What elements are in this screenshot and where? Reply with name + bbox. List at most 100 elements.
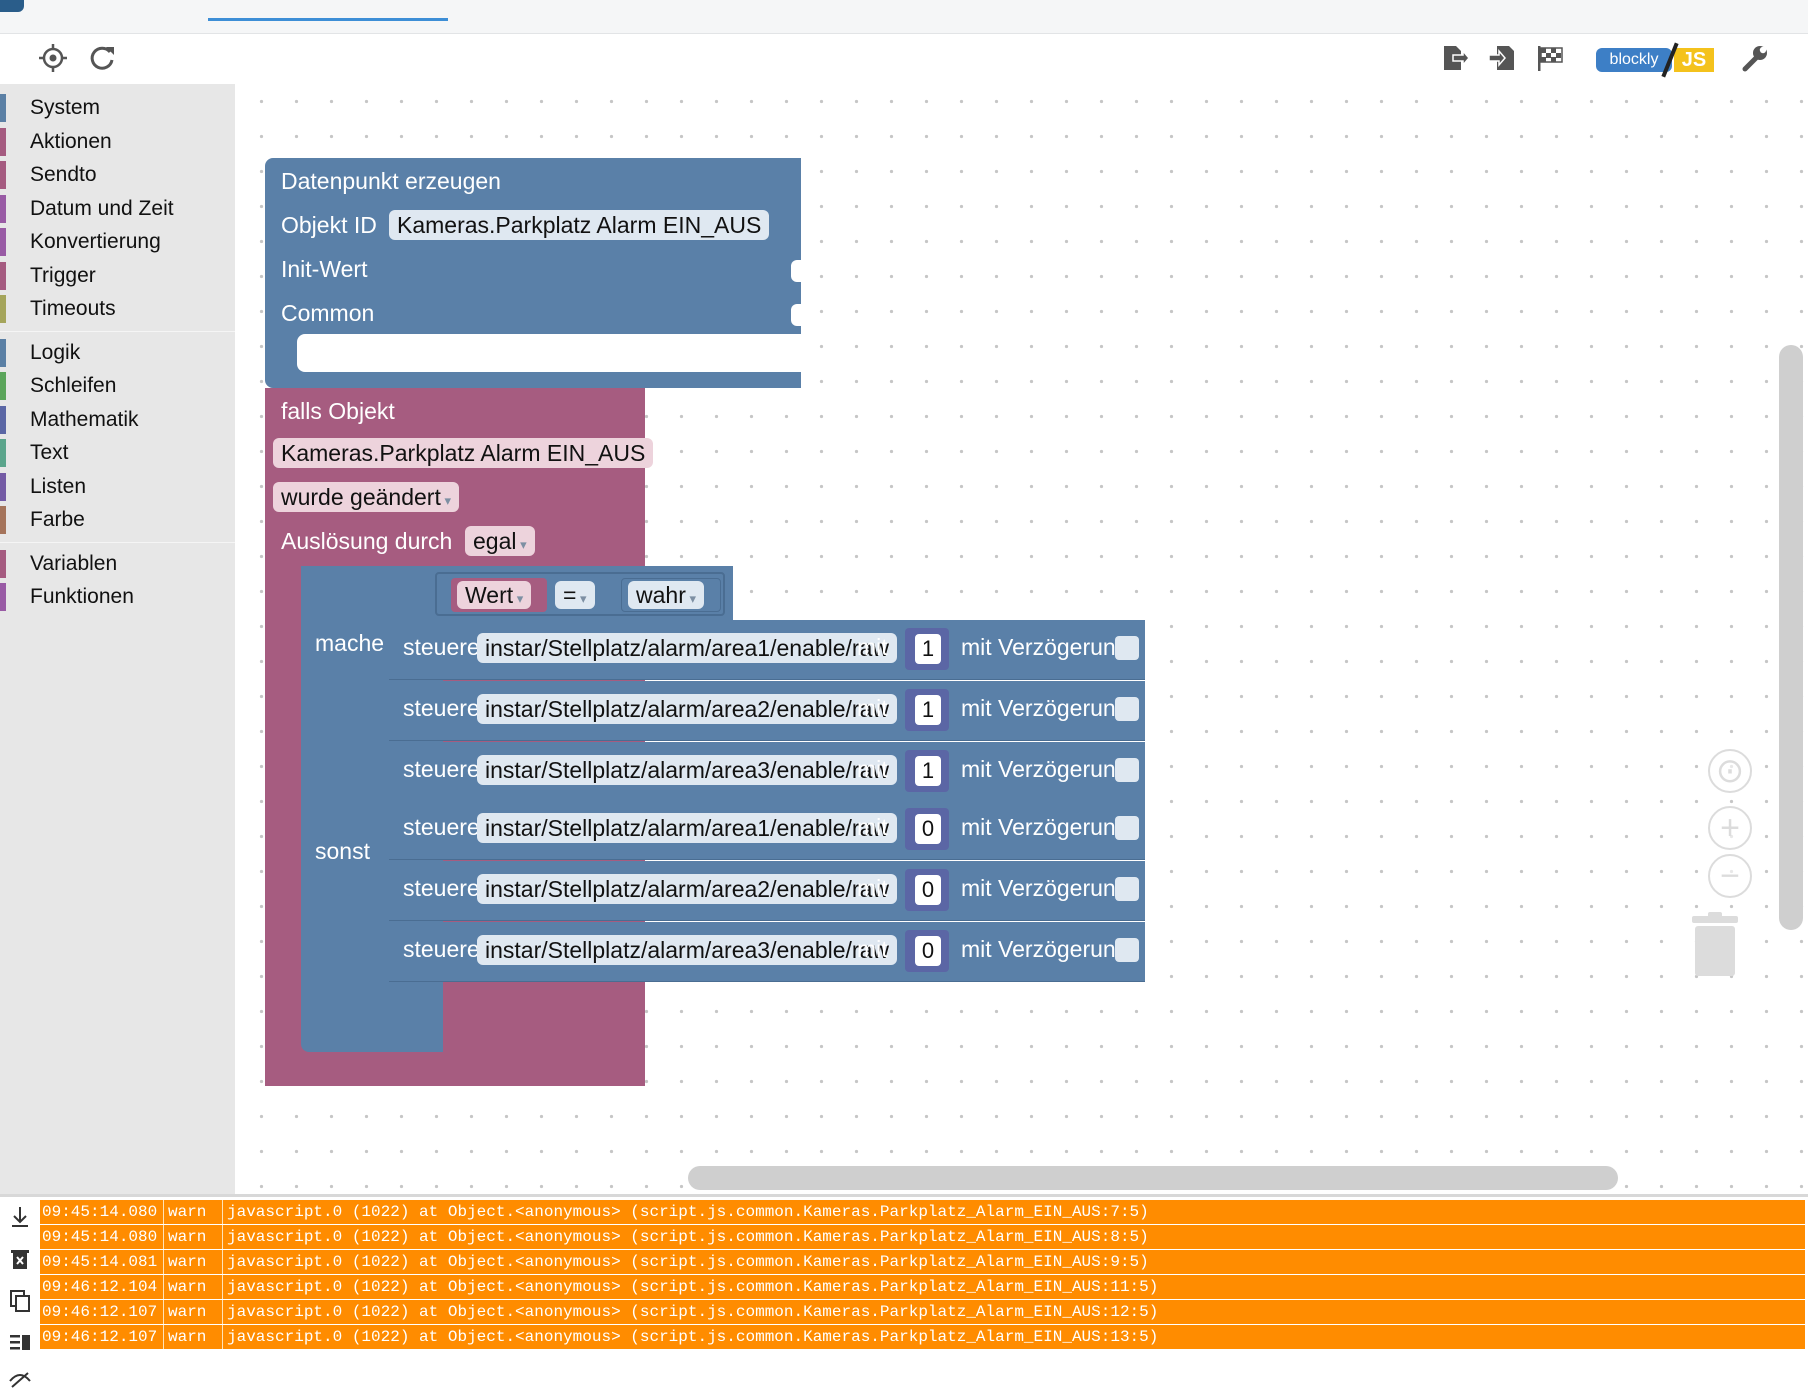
zoom-in-icon[interactable]: + [1708, 806, 1752, 850]
delay-checkbox[interactable] [1115, 758, 1139, 782]
value-block[interactable]: Wert [451, 578, 547, 612]
workspace-horizontal-scrollbar[interactable] [688, 1166, 1618, 1190]
log-message: javascript.0 (1022) at Object.<anonymous… [227, 1278, 1159, 1296]
sidebar-separator [0, 541, 235, 543]
trash-icon[interactable] [1690, 912, 1740, 978]
number-value[interactable]: 0 [915, 814, 941, 844]
compare-operator-dropdown[interactable]: = [555, 581, 595, 609]
sidebar-category-aktionen[interactable]: Aktionen [0, 126, 235, 158]
log-level: warn [168, 1253, 207, 1271]
control-target-field[interactable]: instar/Stellplatz/alarm/area1/enable/raw [477, 633, 897, 663]
delay-label: mit Verzögerung [961, 756, 1129, 782]
sidebar-separator [0, 330, 235, 332]
category-color-bar [0, 549, 6, 578]
sidebar-category-sendto[interactable]: Sendto [0, 159, 235, 191]
import-icon[interactable] [1484, 40, 1520, 76]
category-color-bar [0, 161, 6, 189]
number-block[interactable]: 0 [905, 930, 949, 972]
init-value-socket[interactable] [791, 260, 803, 282]
checkered-flag-icon[interactable] [1532, 40, 1568, 76]
object-id-label: Objekt ID [281, 212, 377, 238]
scroll-down-icon[interactable] [6, 1203, 34, 1231]
clear-log-icon[interactable] [6, 1245, 34, 1273]
sidebar-category-variablen[interactable]: Variablen [0, 548, 235, 580]
sidebar-category-konvertierung[interactable]: Konvertierung [0, 226, 235, 258]
number-block[interactable]: 1 [905, 628, 949, 670]
sidebar-category-text[interactable]: Text [0, 437, 235, 469]
category-label: Mathematik [30, 407, 139, 431]
number-value[interactable]: 1 [915, 695, 941, 725]
sidebar-category-logik[interactable]: Logik [0, 337, 235, 369]
sidebar-category-system[interactable]: System [0, 92, 235, 124]
common-socket[interactable] [791, 304, 803, 326]
with-label: mit [857, 634, 888, 660]
compare-right-dropdown[interactable]: wahr [628, 581, 704, 609]
workspace-vertical-scrollbar[interactable] [1779, 345, 1803, 930]
control-target-field[interactable]: instar/Stellplatz/alarm/area1/enable/raw [477, 813, 897, 843]
log-message: javascript.0 (1022) at Object.<anonymous… [227, 1253, 1149, 1271]
delay-label: mit Verzögerung [961, 875, 1129, 901]
control-target-field[interactable]: instar/Stellplatz/alarm/area3/enable/raw [477, 755, 897, 785]
list-icon[interactable] [6, 1329, 34, 1357]
blockly-workspace[interactable]: Datenpunkt erzeugen Objekt ID Kameras.Pa… [235, 84, 1808, 1194]
statement-slot[interactable] [297, 334, 801, 372]
number-block[interactable]: 1 [905, 689, 949, 731]
control-target-field[interactable]: instar/Stellplatz/alarm/area2/enable/raw [477, 874, 897, 904]
number-value[interactable]: 1 [915, 634, 941, 664]
zoom-out-icon[interactable]: − [1708, 854, 1752, 898]
trigger-source-dropdown[interactable]: egal [465, 526, 535, 556]
control-target-field[interactable]: instar/Stellplatz/alarm/area3/enable/raw [477, 935, 897, 965]
sidebar-category-listen[interactable]: Listen [0, 471, 235, 503]
sidebar-category-mathematik[interactable]: Mathematik [0, 404, 235, 436]
refresh-icon[interactable] [84, 40, 120, 76]
number-value[interactable]: 1 [915, 756, 941, 786]
number-value[interactable]: 0 [915, 936, 941, 966]
wrench-icon[interactable] [1736, 40, 1772, 76]
with-label: mit [857, 814, 888, 840]
log-time: 09:45:14.080 [42, 1228, 158, 1246]
number-block[interactable]: 0 [905, 869, 949, 911]
category-label: Farbe [30, 508, 85, 531]
recenter-icon[interactable]: ⊙ [1708, 749, 1752, 793]
delay-checkbox[interactable] [1115, 877, 1139, 901]
create-state-block[interactable]: Datenpunkt erzeugen Objekt ID Kameras.Pa… [265, 158, 803, 388]
delay-checkbox[interactable] [1115, 938, 1139, 962]
delay-checkbox[interactable] [1115, 816, 1139, 840]
compare-block[interactable]: Wert = wahr [435, 572, 725, 616]
editor-toolbar: blockly JS [0, 34, 1808, 84]
copy-icon[interactable] [6, 1287, 34, 1315]
with-label: mit [857, 756, 888, 782]
delay-checkbox[interactable] [1115, 636, 1139, 660]
sidebar-category-funktionen[interactable]: Funktionen [0, 581, 235, 613]
control-target-field[interactable]: instar/Stellplatz/alarm/area2/enable/raw [477, 694, 897, 724]
delay-label: mit Verzögerung [961, 936, 1129, 962]
trigger-block-footer [265, 1068, 645, 1086]
number-value[interactable]: 0 [915, 875, 941, 905]
logic-value-block[interactable]: wahr [621, 578, 721, 612]
sidebar-category-datum-und-zeit[interactable]: Datum und Zeit [0, 193, 235, 225]
compare-left-dropdown[interactable]: Wert [457, 581, 532, 609]
locate-icon[interactable] [35, 40, 71, 76]
export-icon[interactable] [1436, 40, 1472, 76]
category-label: Funktionen [30, 585, 134, 608]
trigger-object-field[interactable]: Kameras.Parkplatz Alarm EIN_AUS [273, 438, 654, 468]
blockly-to-js-button[interactable]: blockly JS [1588, 40, 1718, 80]
trigger-condition-dropdown[interactable]: wurde geändert [273, 482, 459, 512]
sidebar-category-schleifen[interactable]: Schleifen [0, 370, 235, 402]
object-id-field[interactable]: Kameras.Parkplatz Alarm EIN_AUS [389, 210, 770, 240]
hide-icon[interactable] [6, 1363, 34, 1391]
delay-checkbox[interactable] [1115, 697, 1139, 721]
sidebar-category-timeouts[interactable]: Timeouts [0, 293, 235, 325]
sidebar-category-farbe[interactable]: Farbe [0, 504, 235, 536]
number-block[interactable]: 1 [905, 750, 949, 792]
number-block[interactable]: 0 [905, 808, 949, 850]
sidebar-category-trigger[interactable]: Trigger [0, 260, 235, 292]
